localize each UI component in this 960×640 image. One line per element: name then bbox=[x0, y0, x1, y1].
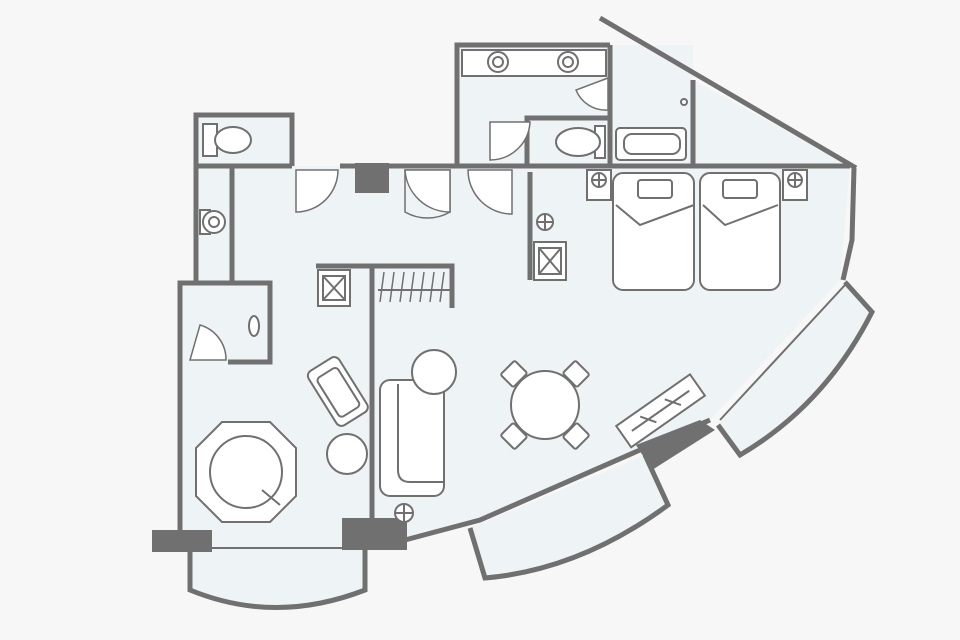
door-shower[interactable] bbox=[575, 76, 609, 111]
column-top bbox=[355, 163, 389, 193]
lamp-icon bbox=[782, 169, 808, 201]
wall-closet bbox=[316, 263, 455, 308]
door-bath-2[interactable] bbox=[467, 169, 513, 215]
balcony-rail-right bbox=[715, 280, 876, 459]
balcony-rail-bottom-middle bbox=[467, 453, 672, 581]
bathtub-icon bbox=[615, 127, 687, 161]
lamp-icon bbox=[536, 213, 554, 231]
balcony-bottom-middle bbox=[470, 455, 668, 578]
wall-left-room bbox=[177, 280, 232, 548]
sink-icon bbox=[461, 49, 607, 77]
lamps bbox=[394, 169, 808, 523]
wall-right bbox=[840, 167, 857, 281]
safe-icon bbox=[317, 269, 351, 307]
balcony-rail-bottom-left bbox=[187, 548, 368, 610]
closet-triangle bbox=[693, 80, 850, 166]
sink-icon bbox=[248, 315, 260, 337]
wall-toilet-left bbox=[193, 112, 295, 166]
shower-head-icon bbox=[680, 98, 688, 106]
tv-desk-icon bbox=[614, 372, 707, 449]
bed-icon bbox=[612, 172, 695, 291]
door-wc2[interactable] bbox=[189, 324, 227, 361]
dining-table-icon bbox=[500, 360, 590, 450]
armchair-icon bbox=[306, 356, 369, 427]
wall-wc2 bbox=[228, 280, 273, 365]
wall-wc-box bbox=[524, 115, 610, 166]
minibar-icon bbox=[533, 241, 567, 281]
ottoman bbox=[326, 433, 368, 475]
lamp-icon bbox=[394, 503, 414, 523]
doors bbox=[189, 76, 609, 361]
closet-icon bbox=[378, 271, 450, 303]
window-diagonal bbox=[719, 284, 846, 421]
bed-icon bbox=[699, 172, 781, 291]
wall-diagonal bbox=[598, 15, 858, 171]
door-wc[interactable] bbox=[489, 121, 531, 161]
balcony-right bbox=[718, 282, 872, 455]
sofa-icon bbox=[379, 379, 445, 497]
column-bottom-left bbox=[152, 530, 212, 552]
balcony-bottom-left bbox=[190, 548, 365, 608]
round-side-table bbox=[411, 349, 457, 395]
column-bottom-center bbox=[342, 518, 407, 550]
fixtures bbox=[199, 49, 688, 337]
toilet-icon bbox=[202, 123, 252, 157]
sink-icon bbox=[199, 209, 226, 235]
walls bbox=[152, 15, 876, 610]
door-bath-1[interactable] bbox=[404, 169, 451, 213]
column-balcony bbox=[636, 420, 715, 470]
jacuzzi-icon bbox=[195, 421, 297, 523]
lamp-icon bbox=[586, 169, 612, 201]
toilet-icon bbox=[555, 125, 606, 159]
wall-bathroom bbox=[454, 42, 610, 166]
door-entry[interactable] bbox=[295, 169, 339, 213]
